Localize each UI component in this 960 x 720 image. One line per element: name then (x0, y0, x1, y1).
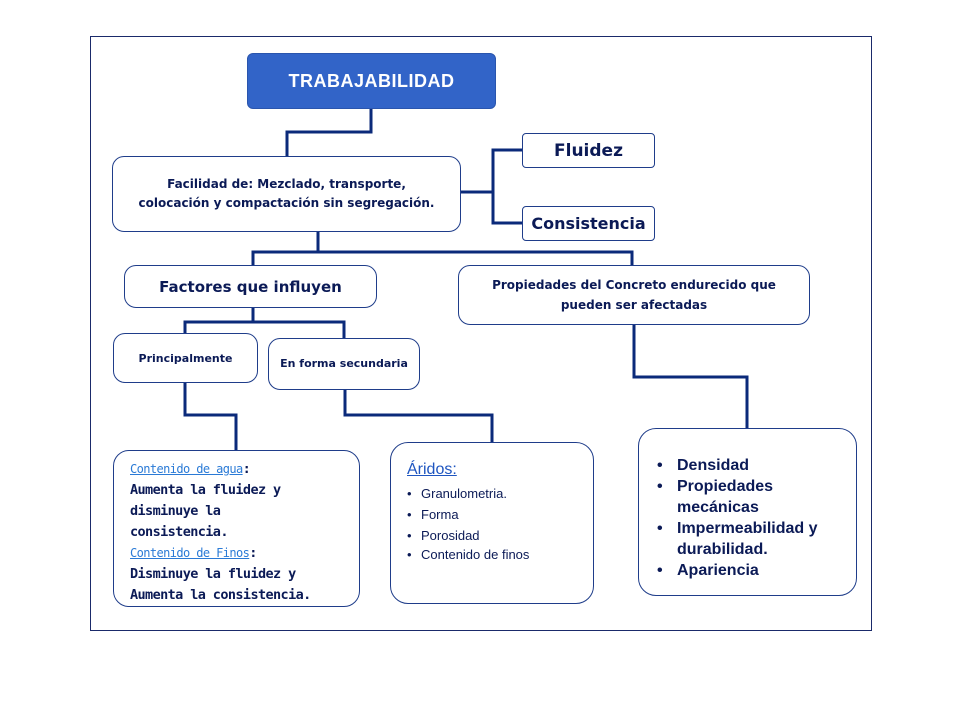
fluidez-text: Fluidez (554, 140, 623, 161)
connector-title-definition (285, 109, 373, 156)
propiedades-text: Propiedades del Concreto endurecido que … (492, 278, 776, 312)
contenido-finos-link[interactable]: Contenido de Finos (130, 546, 250, 560)
connector-principal-agua (183, 383, 238, 450)
title-text: TRABAJABILIDAD (288, 70, 455, 91)
agua-line-2: disminuye la (130, 503, 221, 519)
aridos-title: Áridos: (407, 461, 457, 478)
definition-box: Facilidad de: Mezclado, transporte, colo… (112, 156, 461, 232)
principalmente-text: Principalmente (138, 351, 233, 365)
list-item: Apariencia (657, 560, 847, 581)
connector-definition-consistencia (491, 192, 522, 225)
finos-line-1: Disminuye la fluidez y (130, 566, 296, 582)
connector-factores-branch (183, 320, 346, 338)
consistencia-text: Consistencia (531, 214, 646, 233)
aridos-list: Granulometria. Forma Porosidad Contenido… (407, 483, 551, 564)
definition-text: Facilidad de: Mezclado, transporte, colo… (138, 177, 435, 210)
title-box: TRABAJABILIDAD (247, 53, 496, 109)
aridos-box: Áridos: Granulometria. Forma Porosidad C… (390, 442, 594, 604)
list-item: Propiedades mecánicas (657, 476, 807, 518)
connector-definition-fluidez (461, 148, 522, 194)
list-item: Forma (407, 504, 551, 525)
propiedades-list: Densidad Propiedades mecánicas Impermeab… (657, 455, 847, 581)
finos-colon: : (249, 545, 257, 561)
finos-line-2: Aumenta la consistencia. (130, 587, 311, 603)
factores-text: Factores que influyen (159, 277, 342, 296)
principalmente-box: Principalmente (113, 333, 258, 383)
diagram-frame (90, 36, 872, 631)
factores-box: Factores que influyen (124, 265, 377, 308)
list-item: Contenido de finos (407, 546, 551, 564)
agua-finos-box: Contenido de agua: Aumenta la fluidez y … (113, 450, 360, 607)
list-item: Impermeabilidad y durabilidad. (657, 518, 847, 560)
consistencia-box: Consistencia (522, 206, 655, 241)
fluidez-box: Fluidez (522, 133, 655, 168)
agua-line-1: Aumenta la fluidez y (130, 482, 281, 498)
contenido-agua-link[interactable]: Contenido de agua (130, 462, 243, 476)
agua-line-3: consistencia. (130, 524, 228, 540)
secundaria-box: En forma secundaria (268, 338, 420, 390)
list-item: Porosidad (407, 525, 551, 546)
list-item: Granulometria. (407, 483, 551, 504)
connector-secundaria-aridos (343, 390, 494, 442)
connector-branch (251, 250, 634, 265)
list-item: Densidad (657, 455, 847, 476)
agua-colon: : (242, 461, 251, 477)
connector-props-list (632, 325, 749, 428)
propiedades-box: Propiedades del Concreto endurecido que … (458, 265, 810, 325)
propiedades-list-box: Densidad Propiedades mecánicas Impermeab… (638, 428, 857, 596)
secundaria-text: En forma secundaria (280, 357, 408, 370)
